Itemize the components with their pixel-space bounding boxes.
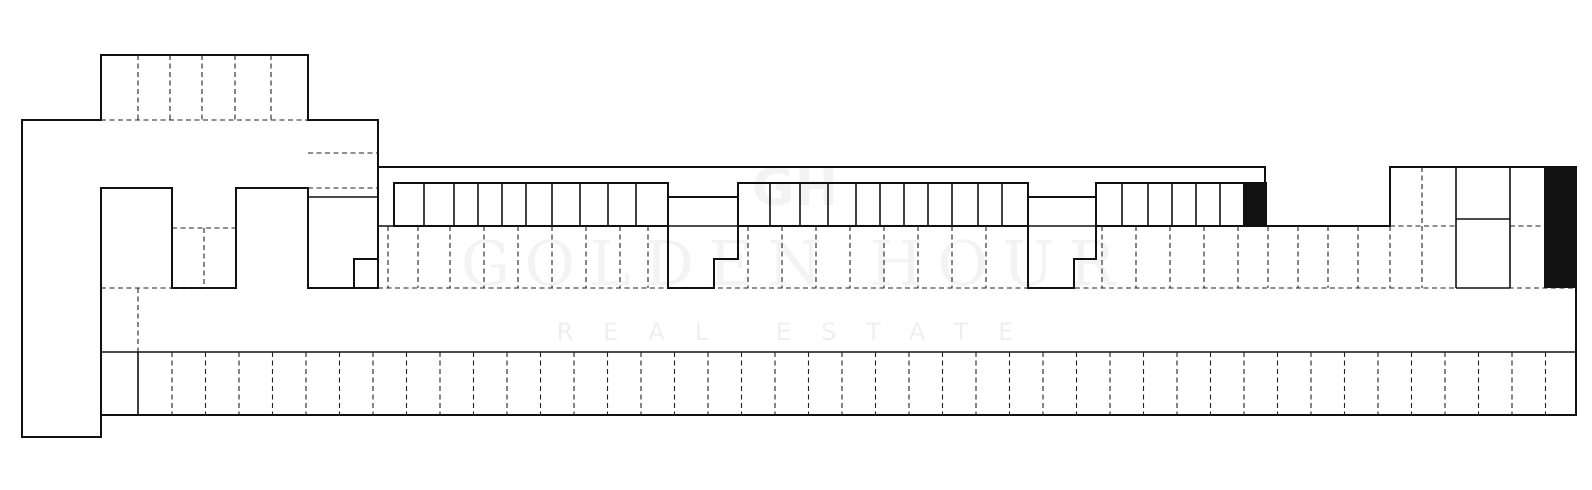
upper-parking-row	[387, 226, 1423, 288]
left-wing-outline	[21, 54, 379, 438]
bottom-dividers	[171, 352, 1547, 415]
black-unit-1	[1243, 183, 1266, 226]
main-outline	[100, 166, 1577, 416]
watermark-subtitle: REAL ESTATE	[557, 318, 1044, 346]
bottom-parking-row	[101, 351, 1576, 415]
right-upper-block	[1390, 167, 1576, 289]
left-wing	[21, 54, 379, 438]
black-unit-2	[1544, 167, 1576, 288]
top-alcove-spaces	[137, 55, 272, 120]
storage-block-3	[1095, 182, 1267, 227]
storage-block-1	[393, 182, 669, 227]
inner-block	[101, 188, 236, 352]
alcove-side-spaces	[308, 152, 378, 198]
